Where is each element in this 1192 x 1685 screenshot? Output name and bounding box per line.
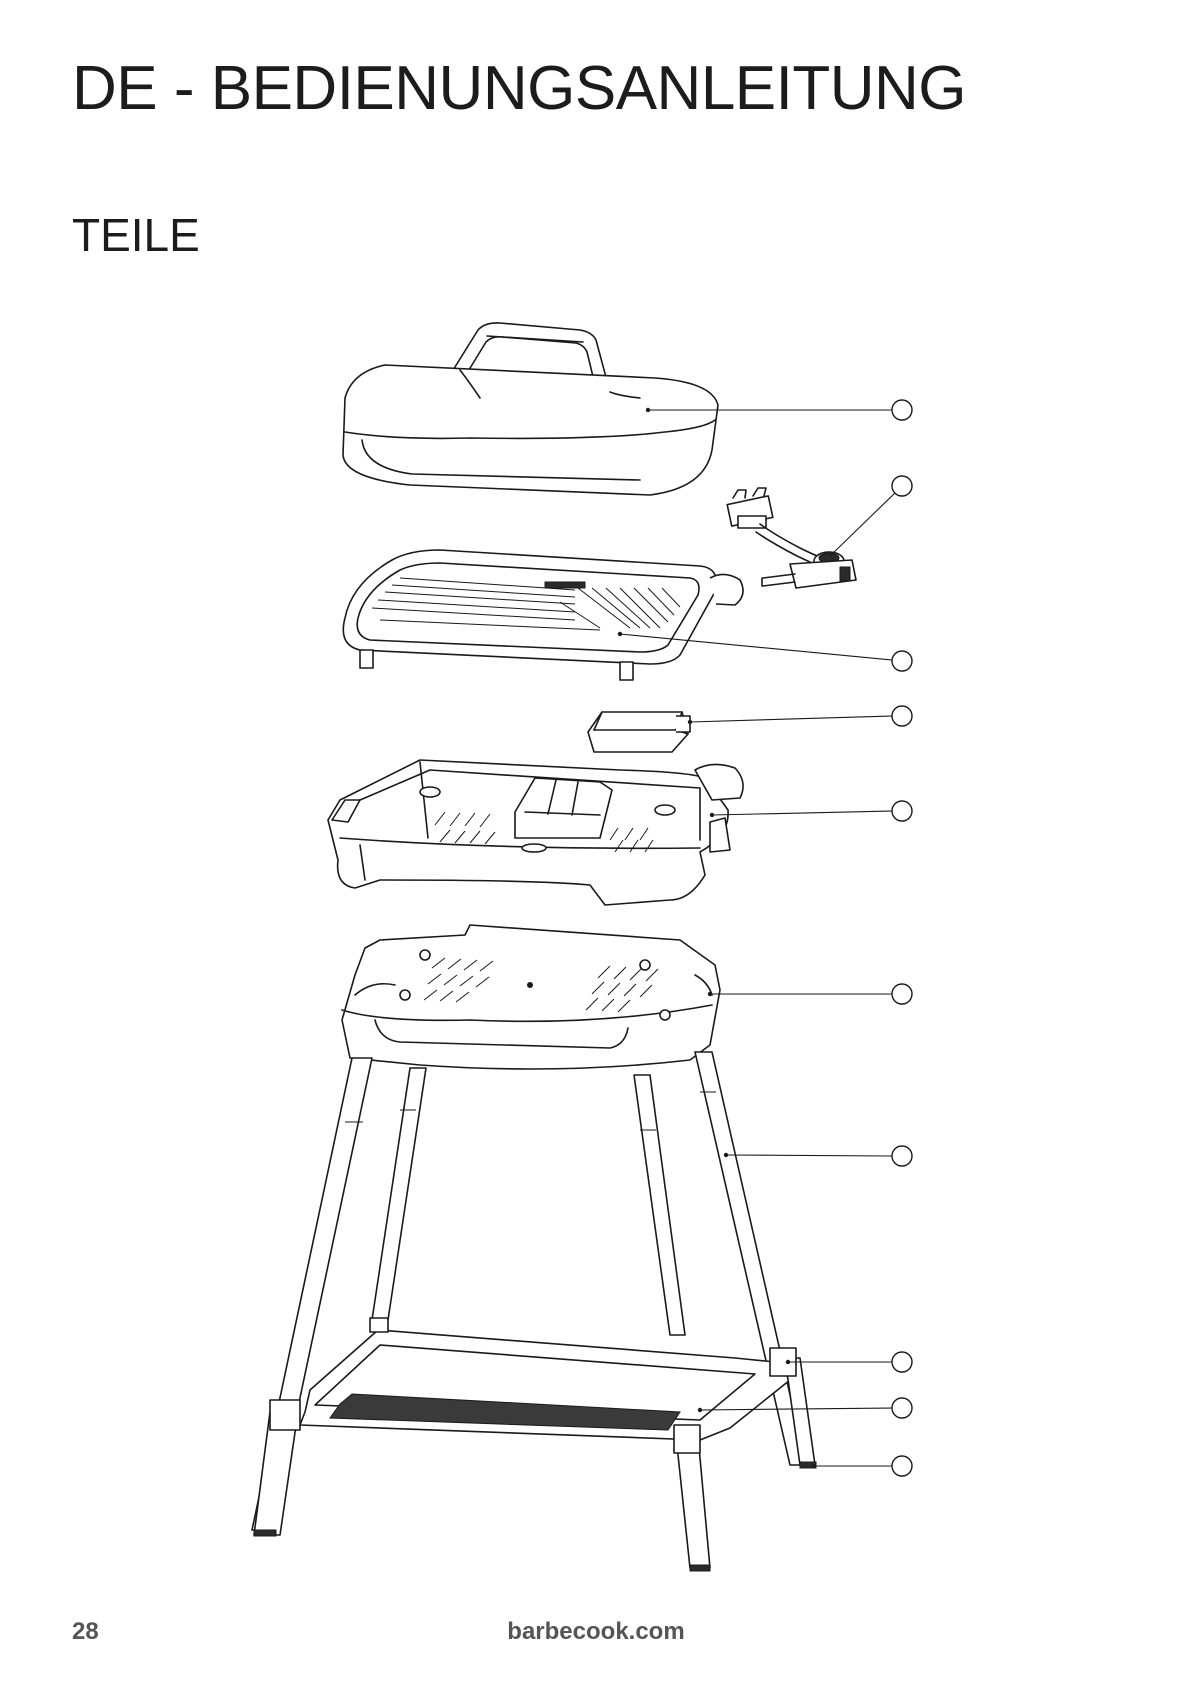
callout-thermostat-cord: [830, 476, 912, 556]
callout-grill-base: [710, 801, 912, 821]
grill-base-drawing: [328, 760, 743, 905]
thermostat-cord-drawing: [727, 488, 856, 588]
legs-drawing: [252, 1052, 806, 1530]
callout-leg-connector: [786, 1352, 912, 1372]
callout-stand-top: [708, 984, 912, 1004]
stand-top-drawing: [342, 925, 720, 1069]
callout-drip-tray: [688, 706, 912, 726]
callout-leg: [724, 1146, 912, 1166]
grill-plate-drawing: [343, 550, 743, 680]
lower-shelf-drawing: [254, 1318, 816, 1571]
footer-website: barbecook.com: [0, 1618, 1192, 1646]
callout-foot-cap: [812, 1456, 912, 1476]
lid-drawing: [343, 323, 718, 495]
drip-tray-drawing: [588, 712, 690, 752]
